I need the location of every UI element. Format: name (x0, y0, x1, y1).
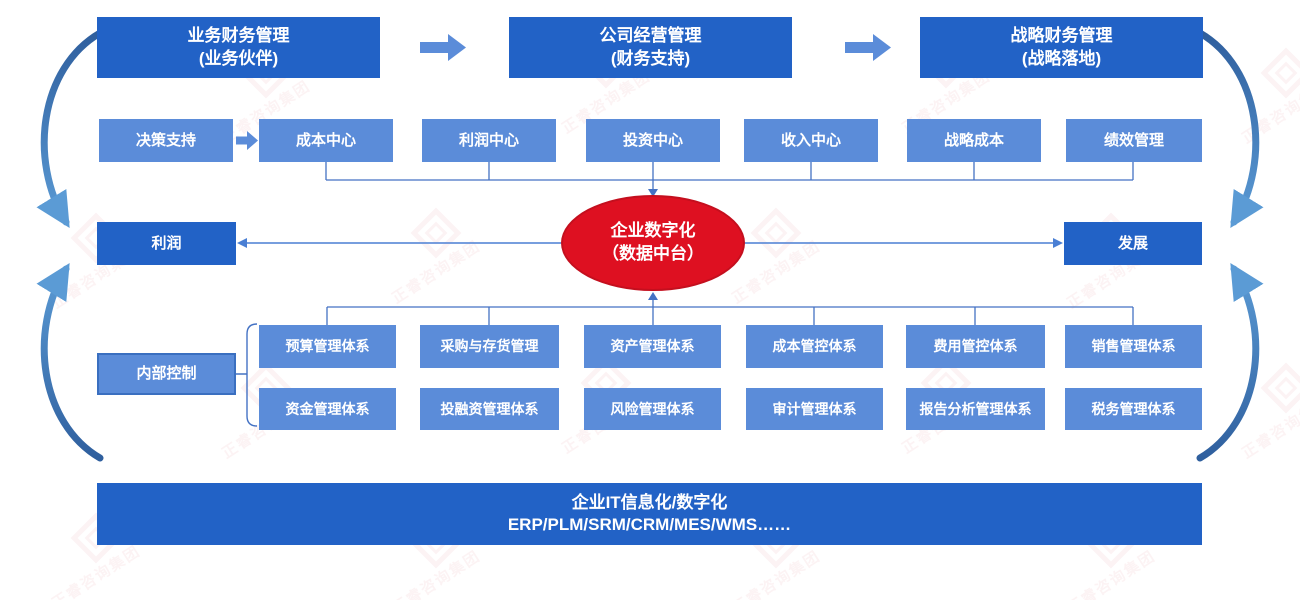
box-business-finance-line2: (业务伙伴) (198, 48, 279, 68)
hub-line2: （数据中台） (602, 244, 704, 263)
box-cost-control-system: 成本管控体系 (746, 325, 883, 368)
box-funds-system: 资金管理体系 (259, 388, 396, 430)
profit-outcome-label: 利润 (151, 234, 182, 252)
flow-arrow-1 (420, 34, 466, 61)
box-strategic-finance-line1: 战略财务管理 (1010, 26, 1113, 46)
box-sales-system: 销售管理体系 (1065, 325, 1202, 368)
development-outcome-label: 发展 (1117, 234, 1148, 252)
funds-system-label: 资金管理体系 (285, 400, 370, 417)
right-lower-curve-arrow (1196, 263, 1264, 462)
box-performance-mgmt: 绩效管理 (1066, 119, 1202, 162)
cost-center-label: 成本中心 (295, 131, 356, 149)
box-investment-financing-system: 投融资管理体系 (420, 388, 559, 430)
box-investment-center: 投资中心 (586, 119, 720, 162)
decision-support-arrow (236, 131, 258, 150)
sales-system-label: 销售管理体系 (1091, 338, 1176, 355)
report-analysis-system-label: 报告分析管理体系 (919, 400, 1032, 417)
left-lower-curve-arrow (36, 263, 104, 462)
box-expense-control-system: 费用管控体系 (906, 325, 1045, 368)
investment-center-label: 投资中心 (622, 131, 683, 149)
box-audit-system: 审计管理体系 (746, 388, 883, 430)
arrow-down-to-hub (648, 189, 658, 197)
bottom-it-bar: 企业IT信息化/数字化 ERP/PLM/SRM/CRM/MES/WMS…… (97, 483, 1202, 545)
procurement-inventory-label: 采购与存货管理 (440, 338, 539, 355)
box-decision-support: 决策支持 (99, 119, 233, 162)
box-asset-system: 资产管理体系 (584, 325, 721, 368)
decision-support-label: 决策支持 (135, 131, 196, 149)
profit-center-label: 利润中心 (458, 131, 519, 149)
performance-mgmt-label: 绩效管理 (1103, 131, 1164, 149)
it-bar-line2: ERP/PLM/SRM/CRM/MES/WMS…… (507, 515, 792, 534)
risk-system-label: 风险管理体系 (610, 400, 695, 417)
box-strategic-finance: 战略财务管理 (战略落地) (920, 17, 1203, 78)
box-company-operation: 公司经营管理 (财务支持) (509, 17, 792, 78)
tax-system-label: 税务管理体系 (1091, 400, 1176, 417)
box-profit-outcome: 利润 (97, 222, 236, 265)
box-business-finance: 业务财务管理 (业务伙伴) (97, 17, 380, 78)
hub-to-development-arrow (745, 238, 1063, 248)
box-procurement-inventory: 采购与存货管理 (420, 325, 559, 368)
it-bar-line1: 企业IT信息化/数字化 (571, 492, 728, 512)
expense-control-system-label: 费用管控体系 (933, 338, 1018, 355)
upper-bus-connector (325, 162, 1134, 189)
strategic-cost-label: 战略成本 (943, 131, 1004, 149)
flow-arrow-2 (845, 34, 891, 61)
hub-line1: 企业数字化 (610, 221, 696, 241)
cost-control-system-label: 成本管控体系 (772, 338, 857, 355)
arrow-up-to-hub (648, 292, 658, 300)
box-development-outcome: 发展 (1064, 222, 1202, 265)
internal-control-label: 内部控制 (136, 365, 197, 383)
box-company-operation-line1: 公司经营管理 (599, 26, 702, 46)
box-company-operation-line2: (财务支持) (610, 48, 691, 68)
lower-bus-connector (326, 300, 1134, 325)
box-revenue-center: 收入中心 (744, 119, 878, 162)
internal-control-bracket (236, 323, 258, 427)
asset-system-label: 资产管理体系 (610, 338, 695, 355)
box-strategic-finance-line2: (战略落地) (1021, 48, 1102, 68)
investment-financing-system-label: 投融资管理体系 (440, 400, 539, 417)
hub-to-profit-arrow (237, 238, 561, 248)
budget-system-label: 预算管理体系 (285, 338, 370, 355)
box-report-analysis-system: 报告分析管理体系 (906, 388, 1045, 430)
box-risk-system: 风险管理体系 (584, 388, 721, 430)
right-upper-curve-arrow (1196, 29, 1264, 228)
box-budget-system: 预算管理体系 (259, 325, 396, 368)
audit-system-label: 审计管理体系 (772, 400, 857, 417)
box-cost-center: 成本中心 (259, 119, 393, 162)
box-tax-system: 税务管理体系 (1065, 388, 1202, 430)
box-strategic-cost: 战略成本 (907, 119, 1041, 162)
left-upper-curve-arrow (36, 29, 104, 228)
revenue-center-label: 收入中心 (780, 131, 841, 149)
box-internal-control: 内部控制 (97, 353, 236, 395)
box-profit-center: 利润中心 (422, 119, 556, 162)
box-business-finance-line1: 业务财务管理 (187, 26, 290, 46)
hub-enterprise-digitalization: 企业数字化 （数据中台） (561, 195, 745, 291)
